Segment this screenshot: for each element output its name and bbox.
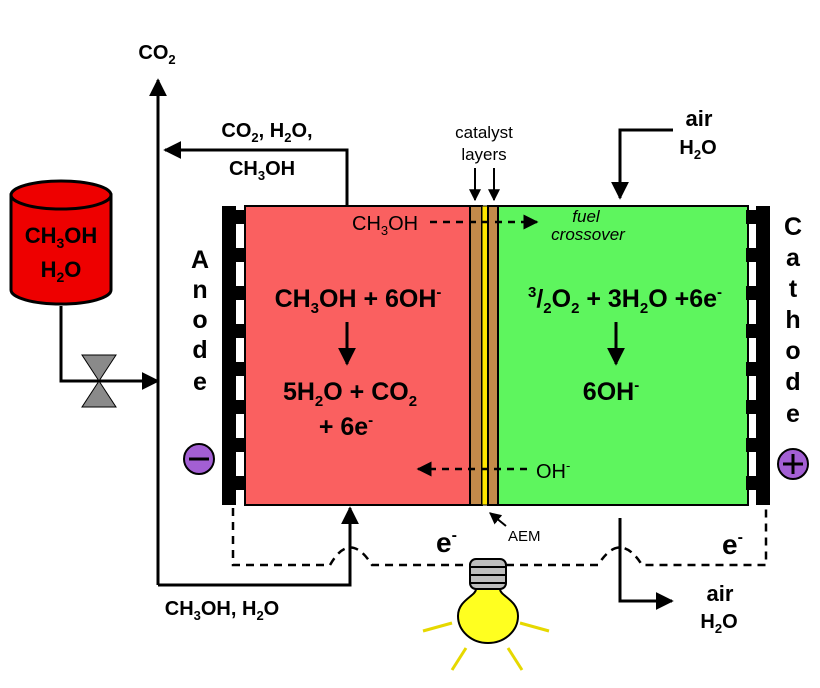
light-bulb-icon	[422, 558, 550, 671]
svg-text:a: a	[786, 244, 801, 272]
catalyst-label-line1: catalyst	[455, 123, 513, 142]
svg-text:e: e	[193, 368, 207, 396]
valve-icon	[81, 354, 117, 408]
feed-label: CH3OH, H2O	[165, 598, 279, 623]
anode-reaction-reactants: CH3OH + 6OH-	[275, 284, 442, 317]
crossover-ch3oh-label: CH3OH	[352, 213, 418, 238]
crossover-label: crossover	[551, 225, 626, 244]
hydroxide-label: OH-	[536, 458, 570, 483]
svg-text:d: d	[192, 336, 207, 364]
h2o-out-label: H2O	[700, 611, 737, 636]
anode-reaction-products: 5H2O + CO2	[283, 378, 417, 410]
air-out-label: air	[707, 581, 734, 606]
fuel-label: fuel	[572, 207, 601, 226]
membrane-assembly	[469, 205, 499, 506]
svg-text:n: n	[192, 276, 207, 304]
svg-text:o: o	[192, 306, 207, 334]
exhaust-label-line1: CO2, H2O,	[221, 120, 312, 145]
svg-text:o: o	[785, 337, 800, 365]
svg-text:C: C	[784, 213, 802, 241]
anode-plate	[222, 206, 246, 505]
svg-text:h: h	[785, 306, 800, 334]
svg-text:t: t	[789, 275, 798, 303]
catalyst-label-line2: layers	[461, 145, 506, 164]
h2o-in-label: H2O	[679, 137, 716, 162]
exhaust-label-line2: CH3OH	[229, 158, 295, 183]
anode-exhaust-line	[163, 141, 349, 205]
cathode-label: C a t h o d e	[784, 213, 802, 428]
tank-label-h2o: H2O	[41, 257, 82, 285]
methanol-tank: CH3OH H2O	[9, 179, 113, 306]
air-in-label: air	[686, 106, 713, 131]
svg-text:e: e	[786, 400, 800, 428]
cathode-reaction-product: 6OH-	[583, 377, 639, 406]
aem-label: AEM	[508, 528, 541, 545]
anode-reaction-electrons: + 6e-	[319, 412, 373, 441]
electron-label-left: e-	[436, 527, 457, 558]
external-circuit-left	[231, 508, 470, 567]
electron-label-right: e-	[722, 529, 743, 560]
aem-arrow	[489, 512, 507, 527]
negative-terminal	[183, 443, 215, 475]
air-inlet-line	[611, 128, 673, 200]
svg-text:d: d	[785, 368, 800, 396]
cathode-plate	[746, 206, 770, 505]
cathode-reaction-reactants: 3/2O2 + 3H2O +6e-	[528, 284, 722, 317]
anode-label: A n o d e	[191, 246, 209, 396]
co2-out-label: CO2	[138, 42, 175, 67]
tank-feed-line	[59, 306, 160, 390]
positive-terminal	[777, 448, 809, 480]
anode-compartment	[244, 205, 471, 506]
svg-text:A: A	[191, 246, 209, 274]
anode-feed-line	[158, 506, 359, 587]
air-outlet-line	[618, 518, 674, 610]
tank-label-ch3oh: CH3OH	[25, 223, 98, 251]
